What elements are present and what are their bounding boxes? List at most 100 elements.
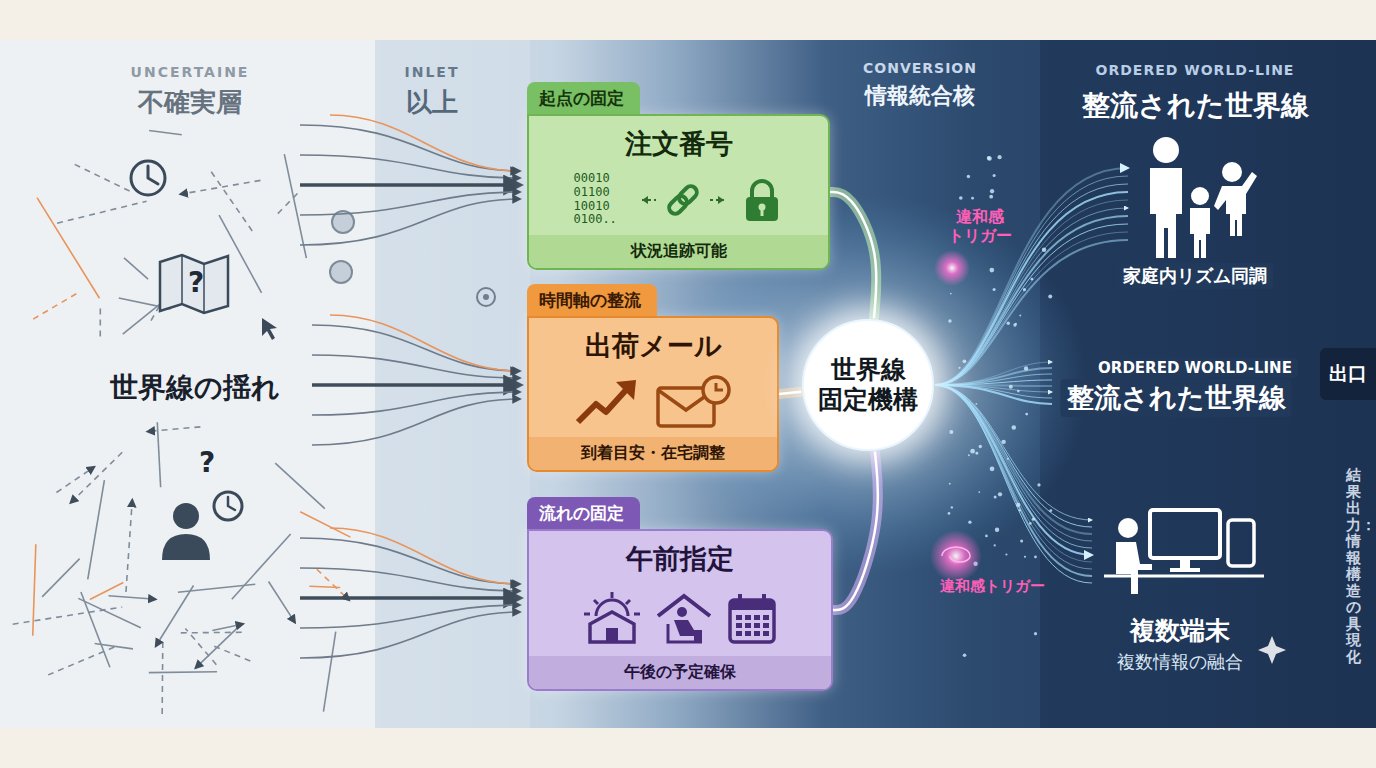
cursor-icon <box>262 318 277 340</box>
child-body <box>1190 208 1210 258</box>
scatter-line <box>232 534 291 599</box>
icon-part <box>606 628 618 642</box>
outflow-line <box>935 176 1128 385</box>
core-circle: 世界線 固定機構 <box>802 319 934 451</box>
scatter-line <box>90 583 123 600</box>
particle <box>1007 458 1009 460</box>
card-body: 午前指定午後の予定確保 <box>527 529 833 691</box>
adult-head <box>1153 137 1179 163</box>
inflow-arrow <box>312 392 520 415</box>
particle <box>993 288 996 291</box>
desk-line <box>1104 575 1264 578</box>
sparkle-star <box>1258 636 1286 664</box>
particle <box>987 156 992 161</box>
icon-part <box>616 380 636 400</box>
particle <box>975 452 978 455</box>
particle <box>994 495 997 498</box>
bottom-margin <box>0 728 1376 768</box>
particle <box>1001 440 1005 444</box>
section-tab: 時間軸の整流 <box>527 284 657 316</box>
panel-label: 家庭内リズム同調 <box>1117 263 1273 289</box>
particle <box>1015 323 1017 325</box>
panel-label: ORDERED WORLD-LINE <box>1092 358 1298 378</box>
pink-spark <box>934 250 970 286</box>
scatter-line <box>71 163 129 191</box>
particle <box>979 445 982 448</box>
icon-part <box>746 197 778 221</box>
scatter-line <box>126 500 132 592</box>
icon-part <box>763 623 769 628</box>
worker-head <box>1118 518 1138 538</box>
node-dot <box>330 261 352 283</box>
icon-part <box>590 612 634 642</box>
card-body: 注文番号00010 01100 10010 0100..状況追跡可能 <box>527 114 830 270</box>
inflow-arrow <box>300 192 520 215</box>
particle <box>1020 539 1023 542</box>
edge-glow <box>830 192 876 318</box>
inflow-arrow <box>300 155 520 178</box>
edge-group <box>833 452 878 610</box>
panel-label: 不確実層 <box>138 85 242 120</box>
sunhouse-icon <box>582 590 642 646</box>
particle <box>1024 556 1026 558</box>
icon-part <box>677 607 687 617</box>
box-footer: 状況追跡可能 <box>539 241 818 262</box>
section-tab: 起点の固定 <box>527 82 640 114</box>
particle <box>985 535 988 538</box>
pink-spark <box>930 530 982 582</box>
inflow-arrow <box>330 315 518 371</box>
particle <box>951 506 953 508</box>
particle <box>1017 390 1020 393</box>
worker-body <box>1116 542 1152 594</box>
scatter-line <box>157 422 160 487</box>
map-folds <box>182 255 204 313</box>
scatter-line <box>300 512 350 537</box>
tab-holder: 流れの固定 <box>527 497 833 529</box>
scatter-line <box>56 467 94 493</box>
icon-part <box>745 615 751 620</box>
panel-label: 世界線の揺れ <box>104 368 286 408</box>
particle <box>1009 385 1013 389</box>
child-head <box>1222 162 1242 182</box>
particle <box>994 544 996 546</box>
tab-holder: 起点の固定 <box>527 82 830 114</box>
inflow-arrow <box>312 383 520 387</box>
outflow-line <box>935 168 1128 385</box>
inflow-arrow <box>312 355 520 378</box>
particle <box>1031 278 1034 281</box>
map-icon <box>160 255 228 313</box>
icon-part <box>718 196 724 204</box>
inflow-arrow <box>300 183 520 187</box>
title-holder: 午前指定 <box>529 531 831 579</box>
particle <box>1023 288 1026 291</box>
scatter-line <box>149 131 182 135</box>
scatter-lines <box>13 131 351 714</box>
scatter-line <box>33 544 36 635</box>
core-label: 世界線 固定機構 <box>812 355 924 415</box>
panel-label: 違和感 トリガー <box>940 207 1020 245</box>
icon-part <box>716 383 723 390</box>
icon-part <box>760 208 763 216</box>
outflow-line <box>935 192 1128 385</box>
chain-icon <box>638 175 728 225</box>
particle <box>978 491 980 493</box>
panel-label: UNCERTAINE <box>131 64 250 80</box>
icon-part <box>763 615 769 620</box>
particle <box>1037 483 1040 486</box>
scatter-line <box>317 569 349 600</box>
panel-label: ORDERED WORLD-LINE <box>1096 62 1295 78</box>
icon-part <box>752 181 772 197</box>
panel-label: ? <box>199 446 215 479</box>
particle <box>963 653 967 657</box>
particle <box>1049 509 1052 512</box>
icon-part <box>763 631 769 636</box>
clock-hands <box>148 166 158 184</box>
person-body <box>162 534 210 560</box>
edge-group <box>830 192 876 318</box>
icon-part <box>676 183 699 206</box>
vertical-note: 結果出力：情報構造の具現化 <box>1346 467 1361 665</box>
flow-connector <box>779 392 801 394</box>
particle <box>971 197 974 200</box>
